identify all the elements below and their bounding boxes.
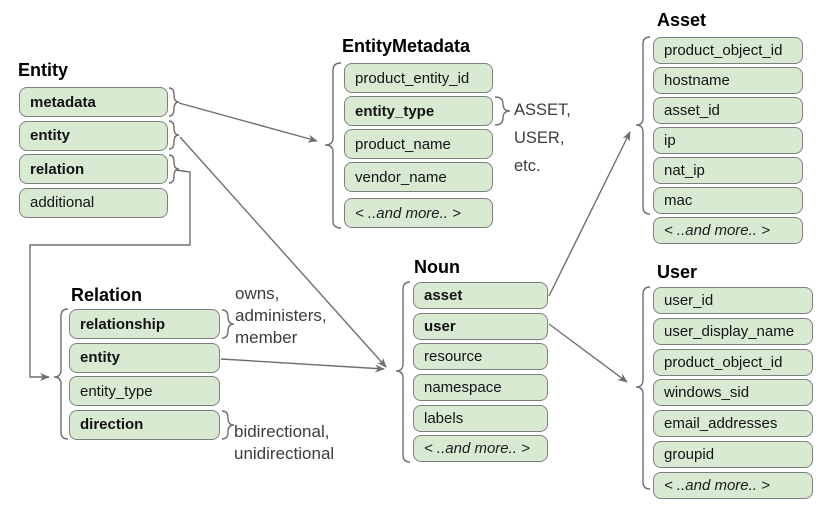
annotation-line: unidirectional — [234, 444, 335, 463]
user-field-user-id: user_id — [653, 287, 813, 314]
entitymetadata-field-and-more: < ..and more.. > — [344, 198, 493, 228]
entity-relation-field-brace — [168, 154, 180, 184]
asset-group: product_object_id hostname asset_id ip n… — [653, 37, 803, 244]
relation-field-relationship: relationship — [69, 309, 220, 339]
user-field-user-display-name: user_display_name — [653, 317, 813, 345]
noun-field-and-more: < ..and more.. > — [413, 435, 548, 463]
annotation-line: USER, — [514, 129, 565, 147]
annotation-line: ASSET, — [514, 101, 571, 119]
noun-group-title: Noun — [414, 257, 460, 277]
arrow-nounuser-to-user — [548, 323, 628, 383]
direction-values-annotation: bidirectional, unidirectional — [234, 421, 334, 465]
relation-group: relationship entity entity_type directio… — [69, 309, 220, 440]
asset-field-mac: mac — [653, 187, 803, 214]
asset-field-ip: ip — [653, 127, 803, 154]
entitymetadata-group-title: EntityMetadata — [342, 36, 471, 56]
entitymetadata-field-entity-type: entity_type — [344, 96, 493, 126]
noun-field-labels: labels — [413, 404, 548, 432]
relation-left-brace — [53, 308, 69, 440]
entity-type-values-annotation: ASSET, USER, etc. — [514, 96, 571, 180]
annotation-line: member — [235, 328, 298, 347]
direction-field-brace — [221, 410, 235, 440]
entity-field-entity: entity — [19, 120, 168, 151]
annotation-line: bidirectional, — [234, 422, 330, 441]
user-group-title: User — [657, 262, 698, 282]
entity-group-title: Entity — [18, 60, 69, 80]
noun-group: asset user resource namespace labels < .… — [413, 282, 548, 463]
noun-field-asset: asset — [413, 282, 548, 309]
noun-left-brace — [395, 281, 411, 463]
entitymetadata-field-vendor-name: vendor_name — [344, 162, 493, 192]
entity-field-additional: additional — [19, 187, 168, 218]
relation-field-entity-type: entity_type — [69, 376, 220, 407]
entity-field-metadata: metadata — [19, 87, 168, 117]
arrow-relationfield-to-relation — [29, 169, 191, 381]
arrow-entity-to-noun — [179, 136, 387, 368]
relationship-field-brace — [221, 309, 235, 339]
annotation-line: administers, — [235, 306, 327, 325]
user-field-and-more: < ..and more.. > — [653, 471, 813, 499]
user-group: user_id user_display_name product_object… — [653, 287, 813, 499]
asset-field-hostname: hostname — [653, 67, 803, 94]
entitymetadata-left-brace — [324, 62, 342, 229]
asset-field-asset-id: asset_id — [653, 97, 803, 124]
user-field-email-addresses: email_addresses — [653, 410, 813, 438]
entitymetadata-field-product-name: product_name — [344, 129, 493, 159]
annotation-line: etc. — [514, 157, 541, 175]
entity-group: metadata entity relation additional — [19, 87, 168, 218]
annotation-line: owns, — [235, 284, 280, 303]
relationship-values-annotation: owns, administers, member — [235, 283, 327, 349]
arrow-nounasset-to-asset — [548, 131, 631, 297]
entity-field-relation: relation — [19, 154, 168, 184]
entity-entity-field-brace — [168, 120, 180, 150]
asset-field-nat-ip: nat_ip — [653, 157, 803, 184]
arrow-relationentity-to-noun — [220, 358, 385, 373]
entitymetadata-field-product-entity-id: product_entity_id — [344, 63, 493, 93]
noun-field-namespace: namespace — [413, 374, 548, 402]
relation-group-title: Relation — [71, 285, 143, 305]
user-field-windows-sid: windows_sid — [653, 379, 813, 407]
asset-field-and-more: < ..and more.. > — [653, 217, 803, 244]
noun-field-resource: resource — [413, 343, 548, 371]
asset-field-product-object-id: product_object_id — [653, 37, 803, 64]
user-field-product-object-id: product_object_id — [653, 348, 813, 376]
entity-metadata-field-brace — [168, 87, 180, 117]
entitytype-field-brace — [494, 96, 511, 126]
asset-left-brace — [635, 36, 651, 215]
relation-field-entity: entity — [69, 342, 220, 373]
user-left-brace — [635, 286, 651, 490]
noun-field-user: user — [413, 312, 548, 340]
arrow-metadata-to-entitymetadata — [178, 102, 318, 143]
relation-field-direction: direction — [69, 409, 220, 440]
entitymetadata-group: product_entity_id entity_type product_na… — [344, 63, 493, 228]
asset-group-title: Asset — [657, 10, 707, 30]
user-field-groupid: groupid — [653, 440, 813, 468]
